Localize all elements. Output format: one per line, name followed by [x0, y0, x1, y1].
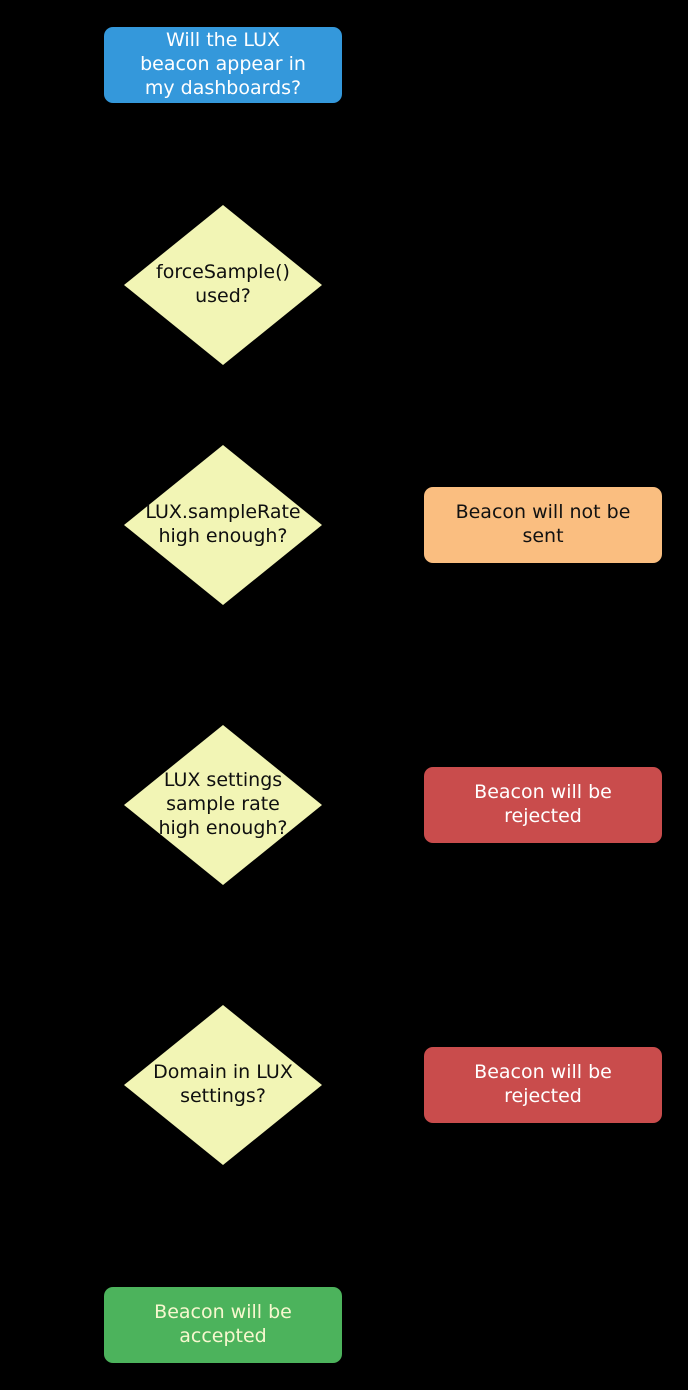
node-outcome-not-sent[interactable]: Beacon will not be sent	[424, 487, 662, 563]
node-decision-force-sample[interactable]: forceSample() used?	[124, 205, 322, 365]
node-outcome-accepted[interactable]: Beacon will be accepted	[104, 1287, 342, 1363]
node-decision-force-sample-label: forceSample() used?	[156, 261, 290, 307]
node-decision-domain[interactable]: Domain in LUX settings?	[124, 1005, 322, 1165]
diamond-shape-icon	[124, 1005, 322, 1165]
diamond-shape-icon	[124, 445, 322, 605]
node-decision-settings-sample-rate-label: LUX settings sample rate high enough?	[158, 769, 288, 839]
node-outcome-rejected-sample-rate[interactable]: Beacon will be rejected	[424, 767, 662, 843]
node-decision-domain-label: Domain in LUX settings?	[153, 1061, 293, 1107]
node-decision-sample-rate-label: LUX.sampleRate high enough?	[145, 501, 301, 547]
node-decision-settings-sample-rate[interactable]: LUX settings sample rate high enough?	[124, 725, 322, 885]
diamond-shape-icon	[124, 725, 322, 885]
node-outcome-rejected-domain[interactable]: Beacon will be rejected	[424, 1047, 662, 1123]
diamond-shape-icon	[124, 205, 322, 365]
node-decision-sample-rate[interactable]: LUX.sampleRate high enough?	[124, 445, 322, 605]
node-start-question[interactable]: Will the LUX beacon appear in my dashboa…	[104, 27, 342, 103]
